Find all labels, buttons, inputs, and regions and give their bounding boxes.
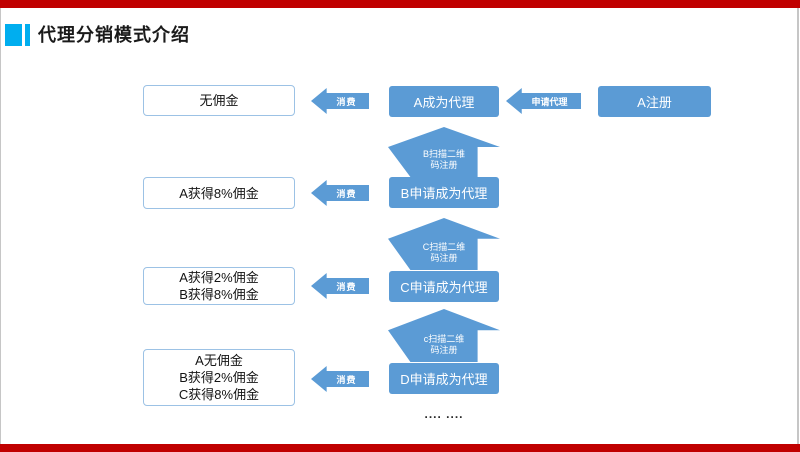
result-box-row1: 无佣金 [143,85,295,116]
up-arrow-b-scan: B扫描二维 码注册 [388,127,500,177]
step-box-c-applies-agent: C申请成为代理 [389,271,499,302]
consume-arrow-label: 消费 [336,96,357,107]
consume-arrow-label: 消费 [336,374,357,385]
continuation-ellipsis: .... .... [424,407,464,421]
step-box-d-applies-agent: D申请成为代理 [389,363,499,394]
result-box-row4: A无佣金 B获得2%佣金 C获得8%佣金 [143,349,295,406]
bottom-accent-bar [0,444,800,452]
result-box-row2: A获得8%佣金 [143,177,295,209]
up-arrow-d-scan: c扫描二维 码注册 [388,309,500,362]
result-line: A获得8%佣金 [179,185,259,201]
up-arrow-label-line2: 码注册 [430,253,458,263]
result-line: B获得2%佣金 [179,370,259,385]
up-arrow-label-line1: c扫描二维 [423,334,465,344]
consume-arrow-row1: 消费 [311,88,369,114]
left-border-line [0,8,1,444]
title-marker-square [5,24,22,46]
consume-arrow-row2: 消费 [311,180,369,206]
step-box-b-applies-agent: B申请成为代理 [389,177,499,208]
result-line: A无佣金 [195,353,243,368]
page-title: 代理分销模式介绍 [38,25,190,45]
consume-arrow-row3: 消费 [311,273,369,299]
apply-agent-arrow-label: 申请代理 [531,96,568,107]
step-box-a-becomes-agent: A成为代理 [389,86,499,117]
register-box-a: A注册 [598,86,711,117]
consume-arrow-row4: 消费 [311,366,369,392]
apply-agent-arrow: 申请代理 [506,88,581,114]
up-arrow-label-line2: 码注册 [430,345,458,355]
result-line: A获得2%佣金 [179,270,259,285]
title-marker-line [25,24,30,46]
up-arrow-label-line1: B扫描二维 [422,149,465,159]
right-border-line [797,8,799,444]
consume-arrow-label: 消费 [336,188,357,199]
up-arrow-label-line2: 码注册 [430,160,458,170]
result-line: C获得8%佣金 [178,387,260,402]
top-accent-bar [0,0,800,8]
up-arrow-label-line1: C扫描二维 [422,242,466,252]
result-line: B获得8%佣金 [179,287,259,302]
consume-arrow-label: 消费 [336,281,357,292]
result-box-row3: A获得2%佣金 B获得8%佣金 [143,267,295,305]
up-arrow-c-scan: C扫描二维 码注册 [388,218,500,270]
result-line: 无佣金 [199,93,239,108]
